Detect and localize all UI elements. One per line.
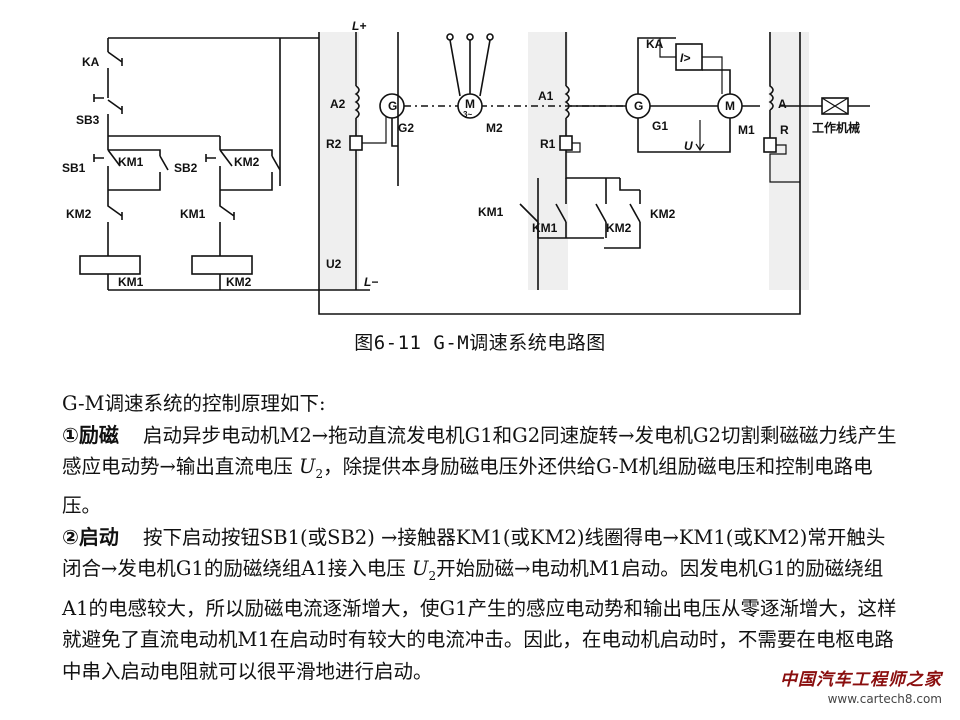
label-u: U xyxy=(684,139,693,153)
label-km2-hold: KM2 xyxy=(234,155,260,169)
label-m2-phase: 3~ xyxy=(463,110,472,119)
section-excitation-text-a: 启动异步电动机M2→拖动直流发电机G1和G2同速旋转→发电机G2切割剩磁磁力线产… xyxy=(62,423,897,479)
label-km1-interlock: KM1 xyxy=(180,207,206,221)
label-sb1: SB1 xyxy=(62,161,86,175)
label-km1-hold: KM1 xyxy=(118,155,144,169)
label-a2: A2 xyxy=(330,97,346,111)
section-start-text-b: 开始励磁→电动机M1启动。因发电机G1的励磁绕组A1的电感较大，所以励磁电流逐渐… xyxy=(62,557,897,683)
armature-circuit xyxy=(570,32,870,183)
label-sb3: SB3 xyxy=(76,113,100,127)
label-r2: R2 xyxy=(326,137,342,151)
label-a1: A1 xyxy=(538,89,554,103)
label-m1: M1 xyxy=(738,123,755,137)
label-km2-coil: KM2 xyxy=(226,275,252,289)
label-l-minus: L− xyxy=(364,275,378,289)
section-excitation: ①励磁启动异步电动机M2→拖动直流发电机G1和G2同速旋转→发电机G2切割剩磁磁… xyxy=(62,420,902,522)
label-g2: G2 xyxy=(398,121,414,135)
control-circuit xyxy=(79,37,370,291)
section-excitation-text-b: ，除提供本身励磁电压外还供给G-M机组励磁电压和控制电路电压。 xyxy=(62,455,873,518)
label-g2-symbol: G xyxy=(388,99,397,113)
label-km1-power-a: KM1 xyxy=(478,205,504,219)
label-g1: G1 xyxy=(652,119,668,133)
label-m2: M2 xyxy=(486,121,503,135)
watermark-url: www.cartech8.com xyxy=(827,692,942,706)
label-km2-interlock: KM2 xyxy=(66,207,92,221)
watermark: 中国汽车工程师之家 www.cartech8.com xyxy=(780,665,942,706)
label-load: 工作机械 xyxy=(812,120,860,135)
label-r: R xyxy=(780,123,789,137)
section-start-symbol: U2 xyxy=(412,557,437,584)
label-a: A xyxy=(778,97,787,111)
label-km1-coil: KM1 xyxy=(118,275,144,289)
label-overcurrent: I> xyxy=(680,51,690,65)
label-km1-power-b: KM1 xyxy=(532,221,558,235)
exciter-section xyxy=(318,32,801,315)
section-start-text-a: 按下启动按钮SB1(或SB2) →接触器KM1(或KM2)线圈得电→KM1(或K… xyxy=(62,525,886,581)
label-l-plus: L+ xyxy=(352,19,366,33)
watermark-title: 中国汽车工程师之家 xyxy=(780,670,942,690)
gm-circuit-diagram: KA SB3 SB1 KM1 SB2 KM2 KM2 KM1 KM1 KM2 L… xyxy=(62,19,870,315)
label-ka-relay: KA xyxy=(646,37,664,51)
intro-line: G-M调速系统的控制原理如下: xyxy=(62,392,326,415)
label-m2-symbol: M xyxy=(465,97,475,111)
g1-field-section xyxy=(519,32,641,290)
section-start-heading: ②启动 xyxy=(62,524,119,549)
description: G-M调速系统的控制原理如下: ①励磁启动异步电动机M2→拖动直流发电机G1和G… xyxy=(62,388,902,687)
label-sb2: SB2 xyxy=(174,161,198,175)
label-u2: U2 xyxy=(326,257,342,271)
label-km2-power-b: KM2 xyxy=(650,207,676,221)
label-km2-power-a: KM2 xyxy=(606,221,632,235)
label-r1: R1 xyxy=(540,137,556,151)
figure-caption: 图6-11 G-M调速系统电路图 xyxy=(354,332,606,354)
label-g1-symbol: G xyxy=(634,99,643,113)
section-excitation-symbol: U2 xyxy=(299,455,324,481)
label-m1-symbol: M xyxy=(725,99,735,113)
section-start: ②启动按下启动按钮SB1(或SB2) →接触器KM1(或KM2)线圈得电→KM1… xyxy=(62,522,902,687)
label-ka: KA xyxy=(82,55,100,69)
section-excitation-heading: ①励磁 xyxy=(62,422,119,447)
